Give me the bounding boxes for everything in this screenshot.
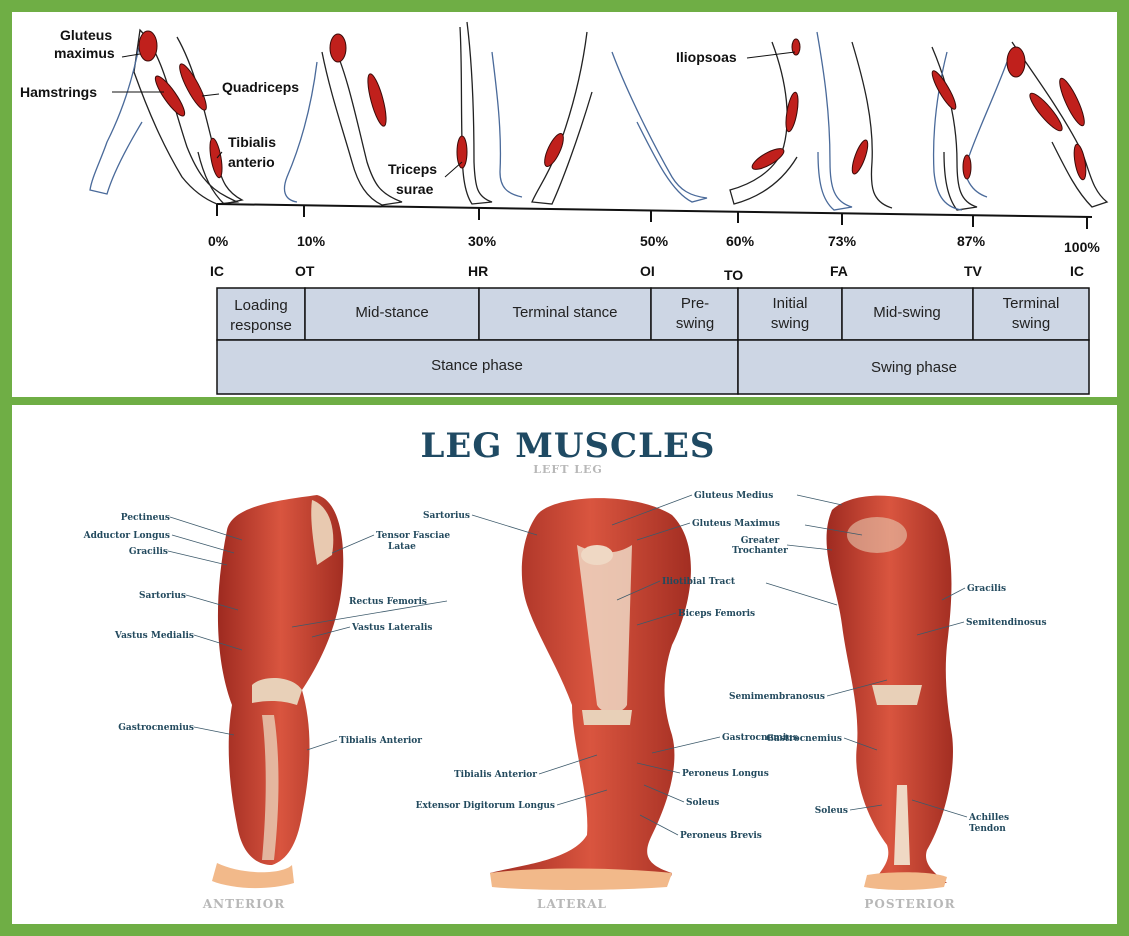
label-extensor-digitorum-longus: Extensor Digitorum Longus [416, 801, 555, 811]
phase-swing: Swing phase [871, 359, 957, 376]
label-adductor-longus: Adductor Longus [83, 531, 170, 541]
label-peroneus-longus: Peroneus Longus [682, 769, 769, 779]
label-gluteus-maximus: Gluteus Maximus [692, 519, 780, 529]
label-pectineus: Pectineus [121, 513, 170, 523]
percent-label: 0% [208, 233, 229, 249]
gait-cycle-panel: Gluteus maximus Hamstrings Quadriceps Ti… [12, 12, 1117, 397]
label-tibialis-1: Tibialis [228, 134, 276, 150]
leg-muscles-title: LEG MUSCLES [421, 426, 716, 466]
gait-figures [90, 22, 1107, 210]
subphase-pre-swing-1: Pre- [681, 295, 709, 312]
label-gastrocnemius-anterior: Gastrocnemius [118, 723, 194, 733]
event-label: OI [640, 263, 655, 279]
label-tibialis-2: anterio [228, 154, 275, 170]
label-rectus-femoris: Rectus Femoris [349, 597, 427, 607]
label-semimembranosus: Semimembranosus [729, 692, 825, 702]
label-iliotibial-tract: Iliotibial Tract [662, 577, 736, 587]
label-triceps-2: surae [396, 181, 434, 197]
posterior-leg-illustration [827, 496, 953, 890]
leg-muscles-subtitle: LEFT LEG [533, 463, 602, 476]
label-gracilis-anterior: Gracilis [129, 547, 168, 557]
event-label: OT [295, 263, 315, 279]
subphase-initial-swing-2: swing [771, 315, 809, 332]
percent-label: 50% [640, 233, 669, 249]
label-gracilis-posterior: Gracilis [967, 584, 1006, 594]
subphase-terminal-stance: Terminal stance [512, 304, 617, 321]
leg-muscles-diagram: LEG MUSCLES LEFT LEG [12, 405, 1117, 924]
anterior-leg-illustration [212, 495, 343, 888]
label-vastus-medialis: Vastus Medialis [114, 631, 194, 641]
event-label: TO [724, 267, 743, 283]
label-achilles: Achilles [968, 813, 1009, 823]
lateral-leg-illustration [490, 498, 691, 890]
label-hamstrings: Hamstrings [20, 84, 97, 100]
label-quadriceps: Quadriceps [222, 79, 299, 95]
percent-label: 73% [828, 233, 857, 249]
event-label: IC [1070, 263, 1084, 279]
label-tibialis-anterior-anterior: Tibialis Anterior [339, 736, 422, 746]
label-gastrocnemius-posterior: Gastrocnemius [766, 734, 842, 744]
percent-label: 10% [297, 233, 326, 249]
label-tendon: Tendon [969, 824, 1006, 834]
label-gluteus-maximus-2: maximus [54, 45, 115, 61]
percent-label: 60% [726, 233, 755, 249]
gait-cycle-diagram: Gluteus maximus Hamstrings Quadriceps Ti… [12, 12, 1117, 397]
label-peroneus-brevis: Peroneus Brevis [680, 831, 762, 841]
subphase-mid-swing: Mid-swing [873, 304, 941, 321]
phase-stance: Stance phase [431, 357, 523, 374]
phase-table [217, 288, 1089, 394]
subphase-initial-swing-1: Initial [772, 295, 807, 312]
subphase-terminal-swing-2: swing [1012, 315, 1050, 332]
label-semitendinosus: Semitendinosus [966, 618, 1047, 628]
percent-label: 30% [468, 233, 497, 249]
label-tibialis-anterior-lateral: Tibialis Anterior [454, 770, 537, 780]
view-posterior: POSTERIOR [864, 897, 955, 911]
label-vastus-lateralis: Vastus Lateralis [351, 623, 432, 633]
leg-muscles-panel: LEG MUSCLES LEFT LEG [12, 405, 1117, 924]
gait-timeline [217, 204, 1092, 217]
label-iliopsoas: Iliopsoas [676, 49, 737, 65]
label-biceps-femoris: Biceps Femoris [678, 609, 755, 619]
event-label: FA [830, 263, 848, 279]
label-soleus-lateral: Soleus [686, 798, 719, 808]
event-label: HR [468, 263, 488, 279]
event-label: IC [210, 263, 224, 279]
percent-label: 100% [1064, 239, 1100, 255]
subphase-terminal-swing-1: Terminal [1003, 295, 1060, 312]
label-triceps-1: Triceps [388, 161, 437, 177]
label-tensor-fasciae: Tensor Fasciae [376, 531, 450, 541]
label-sartorius-anterior: Sartorius [139, 591, 186, 601]
label-greater: Greater [741, 536, 780, 546]
view-lateral: LATERAL [537, 897, 607, 911]
label-soleus-posterior: Soleus [815, 806, 848, 816]
label-gluteus-medius: Gluteus Medius [694, 491, 773, 501]
label-sartorius-lateral: Sartorius [423, 511, 470, 521]
event-label: TV [964, 263, 983, 279]
label-trochanter: Trochanter [732, 546, 788, 556]
subphase-pre-swing-2: swing [676, 315, 714, 332]
label-latae: Latae [388, 542, 416, 552]
view-anterior: ANTERIOR [202, 897, 285, 911]
percent-label: 87% [957, 233, 986, 249]
label-gluteus-maximus-1: Gluteus [60, 27, 112, 43]
subphase-loading-response-2: response [230, 317, 292, 334]
gait-ticks [217, 204, 1087, 229]
subphase-loading-response-1: Loading [234, 297, 287, 314]
subphase-mid-stance: Mid-stance [355, 304, 428, 321]
